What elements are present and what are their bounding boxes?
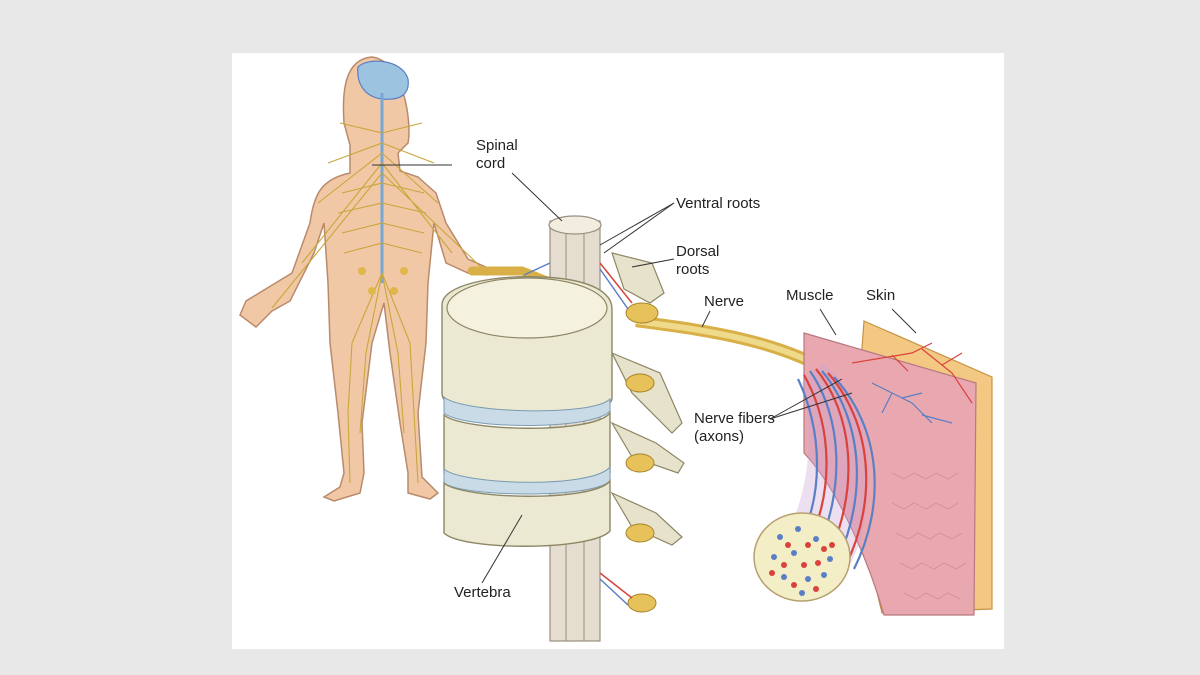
label-dorsal-roots-1: Dorsal <box>676 243 720 260</box>
label-spinal-cord-2: cord <box>476 155 506 172</box>
disc <box>443 395 611 426</box>
human-figure <box>239 56 492 502</box>
nervous-system-diagram <box>239 56 993 642</box>
vertebral-column <box>441 215 685 642</box>
label-skin: Skin <box>866 287 896 304</box>
leader-lines <box>372 164 917 584</box>
diagram-slide: Spinal cord Ventral roots Dorsal roots N… <box>232 53 1004 649</box>
label-ventral-roots: Ventral roots <box>676 195 761 212</box>
label-vertebra: Vertebra <box>454 584 511 601</box>
label-spinal-cord-1: Spinal <box>476 137 518 154</box>
label-nerve-fibers-1: Nerve fibers <box>694 410 775 427</box>
label-nerve-fibers-2: (axons) <box>694 428 745 445</box>
nerve-cross-section <box>753 512 851 602</box>
label-dorsal-roots-2: roots <box>676 261 710 278</box>
nerve-bundle <box>753 363 876 602</box>
muscle-skin-block <box>803 320 993 616</box>
label-nerve: Nerve <box>704 293 745 310</box>
brain-icon <box>357 60 409 100</box>
vertebra-body <box>441 276 613 422</box>
label-muscle: Muscle <box>786 287 834 304</box>
